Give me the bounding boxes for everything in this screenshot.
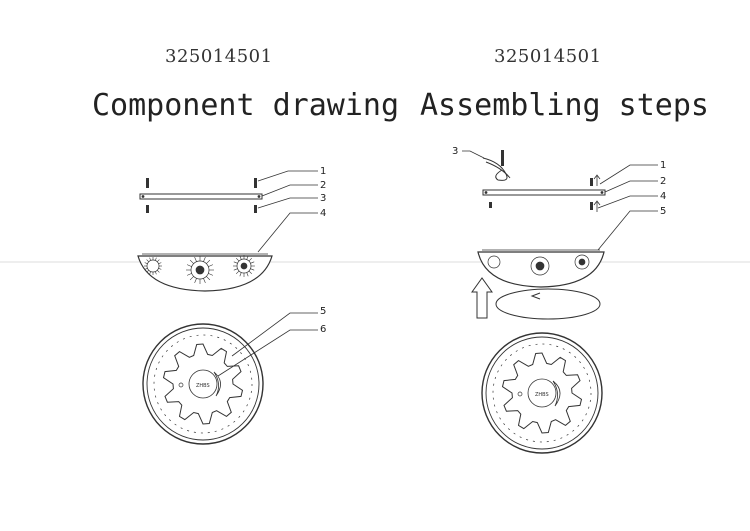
component-drawing-title: Component drawing <box>92 88 400 123</box>
screw-icon <box>489 178 593 210</box>
right-callout-4: 4 <box>660 191 666 202</box>
shade-ray <box>248 257 253 262</box>
shade-ray <box>250 261 255 264</box>
shade-ray <box>155 257 157 261</box>
right-callout-3: 3 <box>452 146 458 157</box>
shade-ray <box>206 259 211 264</box>
assembling-steps-title: Assembling steps <box>420 88 709 123</box>
glass-shade-icon <box>137 253 273 292</box>
mounting-plate-icon <box>482 189 606 196</box>
shade-ray <box>189 276 194 281</box>
shade-ray <box>248 270 253 275</box>
left-callout-2: 2 <box>320 180 326 191</box>
shade-ray <box>206 276 211 281</box>
right-exploded-view: ZHBS 3 1 2 4 5 <box>452 146 666 454</box>
shade-ray <box>233 261 238 264</box>
shade-ray <box>208 273 214 276</box>
shade-ray <box>246 255 249 260</box>
shade-ray <box>189 259 194 264</box>
screw-icon <box>254 178 257 188</box>
shade-ray <box>203 278 206 284</box>
shade-ray <box>239 272 242 277</box>
rotate-arrow-icon <box>495 288 601 320</box>
shade-ray <box>144 262 148 264</box>
right-callout-2: 2 <box>660 176 666 187</box>
left-callout-4: 4 <box>320 208 326 219</box>
shade-ray <box>239 255 242 260</box>
glass-shade-icon <box>477 249 605 288</box>
shade-ray <box>144 268 148 270</box>
svg-text:ZHBS: ZHBS <box>196 383 210 389</box>
mounting-plate-icon <box>139 193 263 200</box>
left-callout-5: 5 <box>320 306 326 317</box>
shade-ray <box>156 269 160 273</box>
screw-icon <box>482 150 511 181</box>
arrow-up-icon <box>593 174 601 212</box>
screw-icon <box>146 205 149 213</box>
shade-ray <box>149 257 151 261</box>
shade-ray <box>194 256 197 262</box>
arrow-up-icon <box>471 277 493 319</box>
shade-ray <box>156 259 160 263</box>
svg-text:ZHBS: ZHBS <box>535 392 549 398</box>
left-callout-6: 6 <box>320 324 326 335</box>
left-callout-1: 1 <box>320 166 326 177</box>
shade-ray <box>233 268 238 271</box>
shade-ray <box>203 256 206 262</box>
left-product-code: 325014501 <box>165 46 273 67</box>
shade-ray <box>235 270 240 275</box>
shade-ray <box>194 278 197 284</box>
shade-ray <box>158 268 162 270</box>
right-callout-5: 5 <box>660 206 666 217</box>
right-product-code: 325014501 <box>494 46 602 67</box>
shade-ray <box>158 262 162 264</box>
right-callout-1: 1 <box>660 160 666 171</box>
lamp-base-icon: ZHBS <box>481 332 603 454</box>
shade-ray <box>146 259 150 263</box>
shade-ray <box>149 271 151 275</box>
screw-icon <box>146 178 149 188</box>
shade-ray <box>186 273 192 276</box>
shade-ray <box>235 257 240 262</box>
shade-ray <box>246 272 249 277</box>
lamp-base-icon: ZHBS <box>142 323 264 445</box>
left-exploded-view: ZHBS 1 2 3 4 5 6 <box>137 166 326 445</box>
shade-ray <box>186 264 192 267</box>
left-callout-3: 3 <box>320 193 326 204</box>
shade-ray <box>146 269 150 273</box>
shade-ray <box>208 264 214 267</box>
screw-icon <box>254 205 257 213</box>
shade-ray <box>155 271 157 275</box>
shade-ray <box>250 268 255 271</box>
